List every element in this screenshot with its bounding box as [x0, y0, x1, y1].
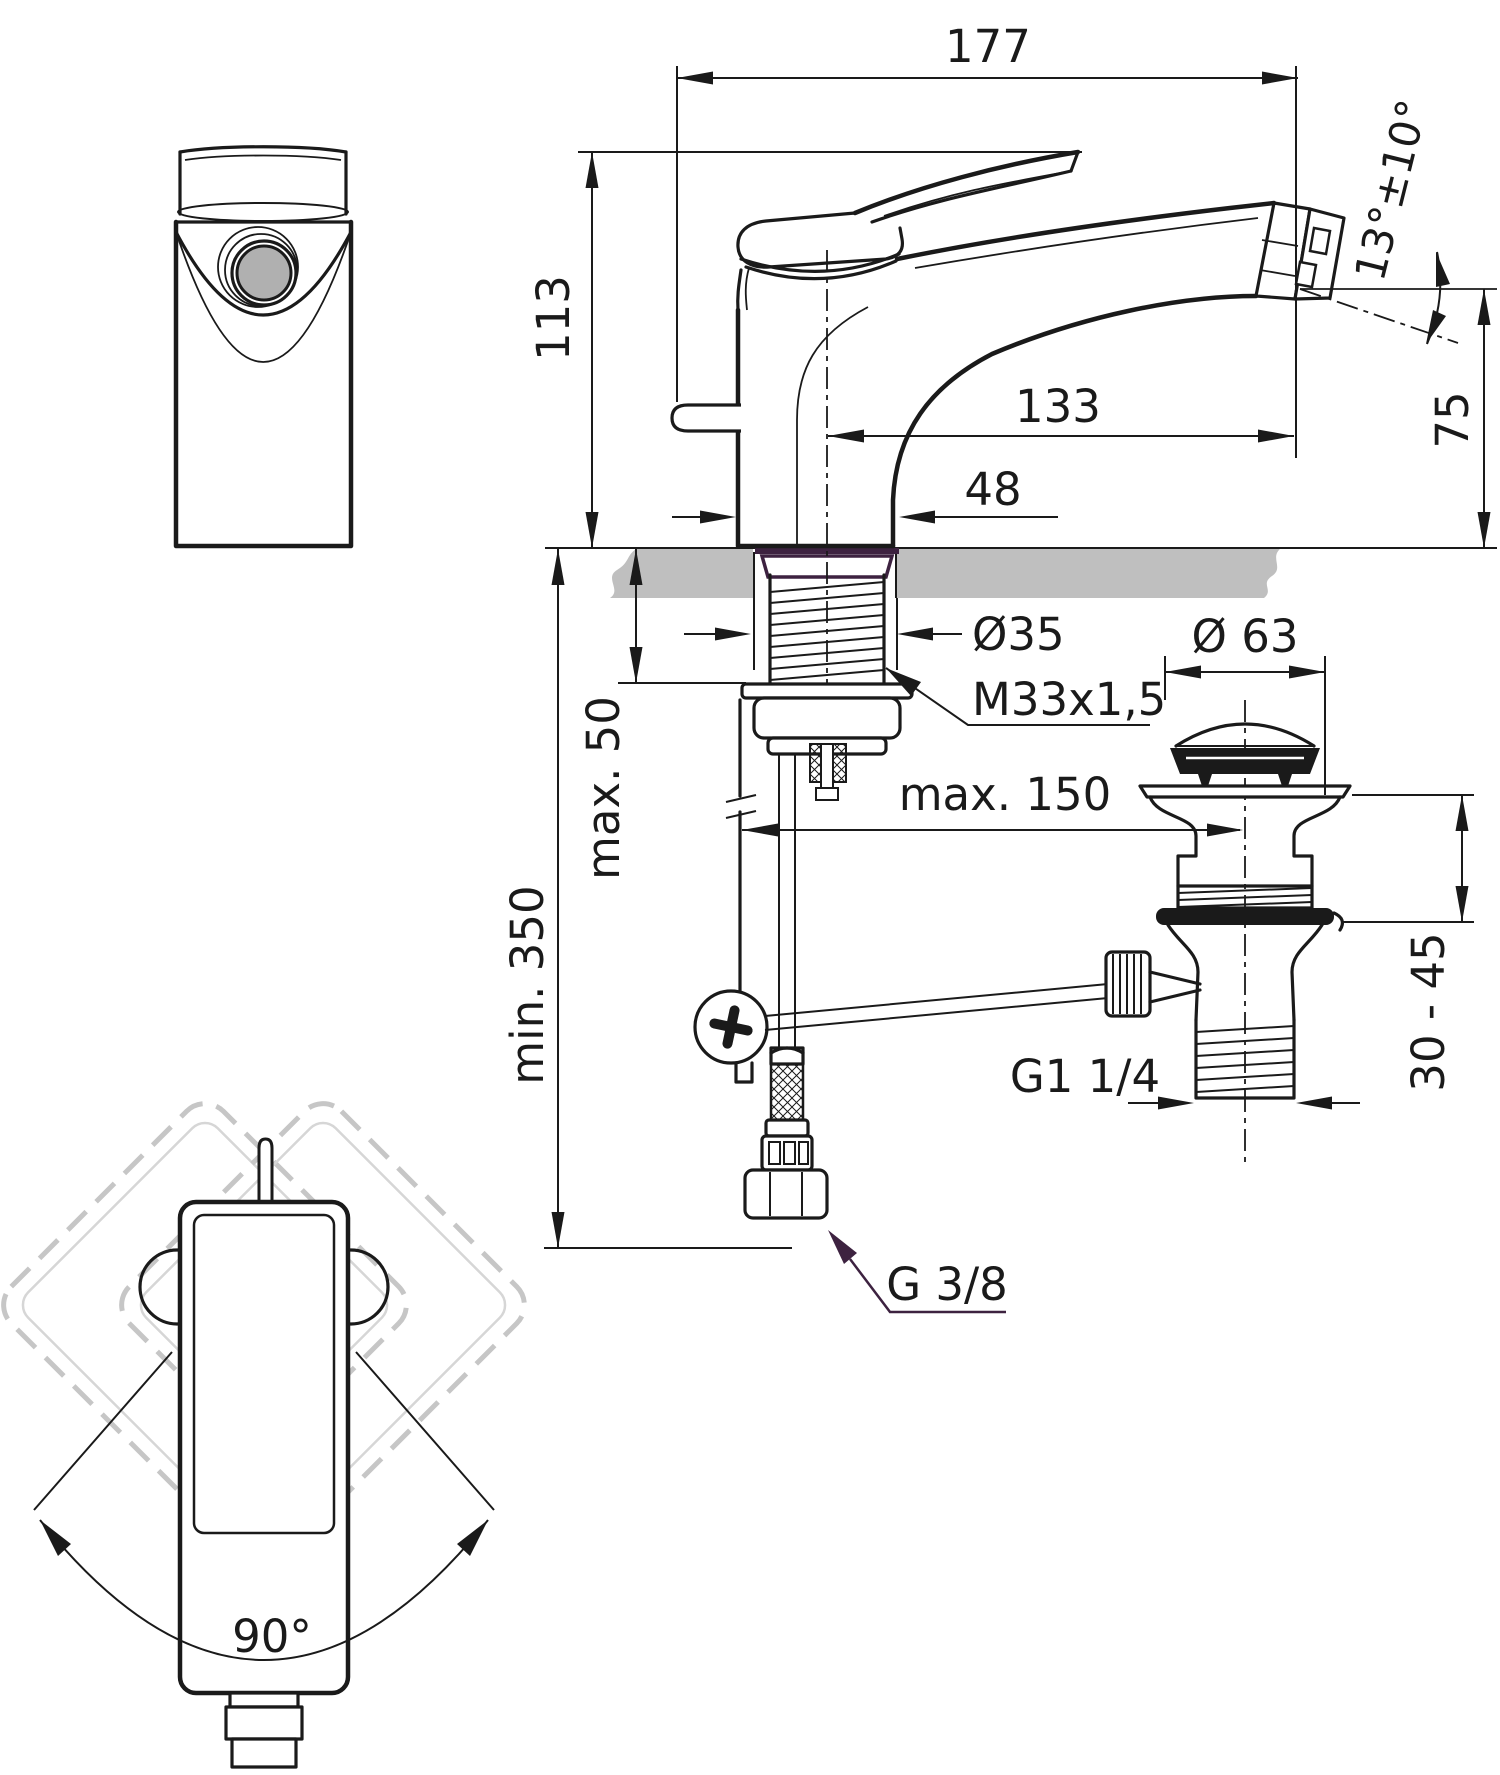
- supply-hose: [743, 1046, 829, 1220]
- under-deck-assembly: [693, 573, 1109, 1220]
- dim-waste-offset-label: max. 150: [899, 768, 1112, 821]
- label-supply-thread-text: G 3/8: [886, 1258, 1008, 1311]
- main-section-view: [670, 149, 1346, 760]
- dim-deck-thickness: max. 50: [577, 549, 746, 880]
- waste-plug: [1170, 722, 1320, 786]
- spout-outlet: [1254, 201, 1346, 301]
- dim-outlet-height-label: 75: [1426, 391, 1479, 448]
- dim-waste-height-range: 30 - 45: [1342, 794, 1474, 1092]
- label-shank-thread: M33x1,5: [885, 667, 1166, 726]
- waste-upper-thread: [1176, 884, 1314, 910]
- dim-waste-height-range-label: 30 - 45: [1402, 932, 1455, 1091]
- dim-waste-cap-label: Ø 63: [1192, 610, 1299, 663]
- dim-shank-diameter: Ø35: [684, 598, 1065, 670]
- dim-outlet-height: 75: [1426, 289, 1491, 548]
- threaded-shank: [768, 573, 886, 686]
- dim-hose-length-label: min. 350: [501, 885, 554, 1084]
- dim-spout-angle-label: 13°±10°: [1345, 95, 1437, 285]
- dim-total-width: 177: [676, 20, 1298, 458]
- label-shank-thread-text: M33x1,5: [972, 673, 1166, 726]
- pop-up-rod: [693, 698, 1109, 1084]
- waste-side-knob: [1104, 950, 1202, 1018]
- dim-body-height-label: 113: [527, 275, 580, 361]
- waste-lower-thread: [1194, 1018, 1296, 1100]
- waste-linkage-arm: [764, 983, 1109, 1031]
- lever-handle: [852, 149, 1081, 224]
- waste-gasket: [1156, 908, 1334, 925]
- dim-base-depth: 48: [672, 463, 1058, 524]
- dim-spout-reach-label: 133: [1015, 380, 1101, 433]
- dim-waste-thread: G1 1/4: [1010, 1050, 1360, 1110]
- pop-up-knob: [670, 403, 741, 433]
- dim-deck-thickness-label: max. 50: [577, 696, 630, 880]
- dim-base-depth-label: 48: [964, 463, 1021, 516]
- spout: [890, 200, 1277, 549]
- dim-total-width-label: 177: [945, 20, 1031, 73]
- dim-waste-cap: Ø 63: [1164, 610, 1326, 795]
- shank-washer: [740, 682, 914, 700]
- dimension-annotations: 177 113 13°±10° 133: [501, 20, 1497, 1314]
- front-view: [173, 145, 354, 549]
- deck-cross-section: [545, 547, 1497, 598]
- dim-shank-diameter-label: Ø35: [972, 608, 1065, 661]
- spout-nozzle-bottom: [224, 1691, 304, 1769]
- aerator-front: [217, 226, 299, 308]
- hose-hex-nut: [743, 1168, 829, 1220]
- waste-flange: [1138, 784, 1352, 799]
- dim-waste-offset: max. 150: [742, 768, 1243, 837]
- label-supply-thread: G 3/8: [828, 1230, 1008, 1314]
- dim-body-height: 113: [527, 151, 1082, 548]
- dim-spout-reach: 133: [828, 380, 1294, 443]
- dim-waste-thread-label: G1 1/4: [1010, 1050, 1160, 1103]
- swivel-angle-label: 90°: [232, 1610, 312, 1663]
- shank-nut: [752, 696, 902, 740]
- pop-up-waste: [1104, 700, 1352, 1168]
- top-view-swivel: 90°: [1, 1101, 527, 1769]
- dim-hose-length: min. 350: [501, 549, 792, 1249]
